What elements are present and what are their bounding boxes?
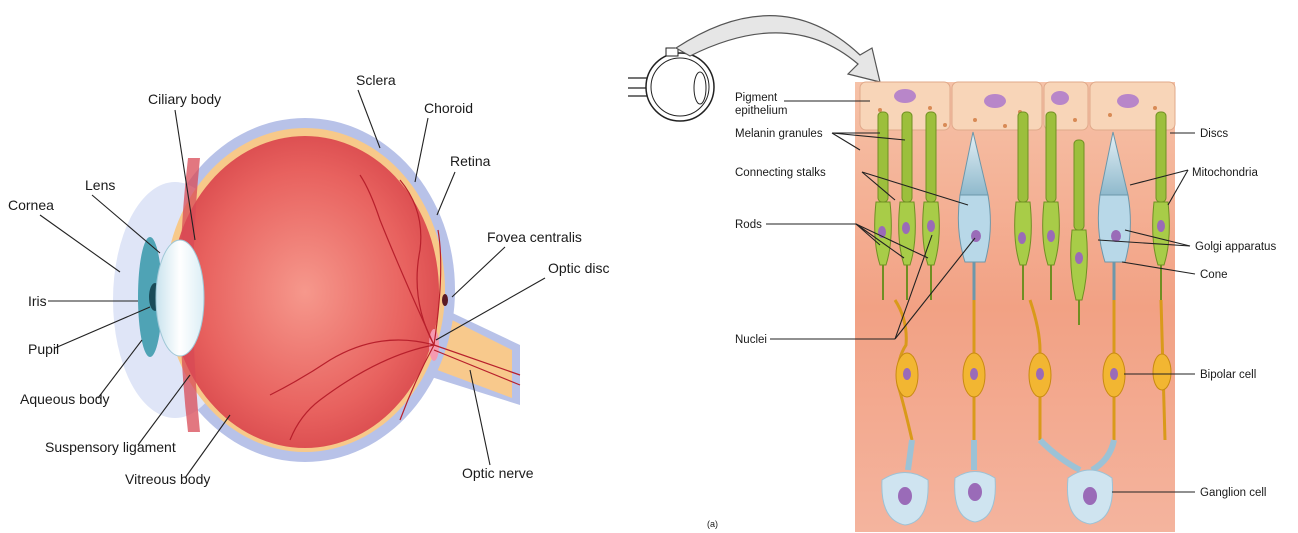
label-suspensory-ligament: Suspensory ligament (45, 439, 176, 455)
label-lens: Lens (85, 177, 115, 193)
label-connecting-stalks: Connecting stalks (735, 167, 826, 179)
label-ganglion-cell: Ganglion cell (1200, 487, 1266, 499)
label-golgi-apparatus: Golgi apparatus (1195, 241, 1276, 253)
label-bipolar-cell: Bipolar cell (1200, 369, 1256, 381)
label-ciliary-body: Ciliary body (148, 91, 221, 107)
vitreous-body (171, 136, 439, 448)
label-optic-nerve: Optic nerve (462, 465, 534, 481)
label-aqueous-body: Aqueous body (20, 391, 110, 407)
fovea-centralis (442, 294, 448, 306)
label-iris: Iris (28, 293, 47, 309)
label-choroid: Choroid (424, 100, 473, 116)
label-mitochondria: Mitochondria (1192, 167, 1258, 179)
label-sclera: Sclera (356, 72, 396, 88)
label-retina: Retina (450, 153, 491, 169)
panel-tag: (a) (707, 519, 718, 529)
label-pupil: Pupil (28, 341, 59, 357)
label-discs: Discs (1200, 128, 1228, 140)
label-rods: Rods (735, 219, 762, 231)
label-optic-disc: Optic disc (548, 260, 609, 276)
label-melanin-granules: Melanin granules (735, 128, 823, 140)
label-cone: Cone (1200, 269, 1228, 281)
label-pigment: Pigment (735, 92, 778, 104)
label-nuclei: Nuclei (735, 334, 767, 346)
label-cornea: Cornea (8, 197, 54, 213)
label-fovea-centralis: Fovea centralis (487, 229, 582, 245)
label-vitreous-body: Vitreous body (125, 471, 210, 487)
eye-icon (628, 48, 714, 121)
lens (156, 240, 204, 356)
label-epithelium: epithelium (735, 105, 787, 117)
